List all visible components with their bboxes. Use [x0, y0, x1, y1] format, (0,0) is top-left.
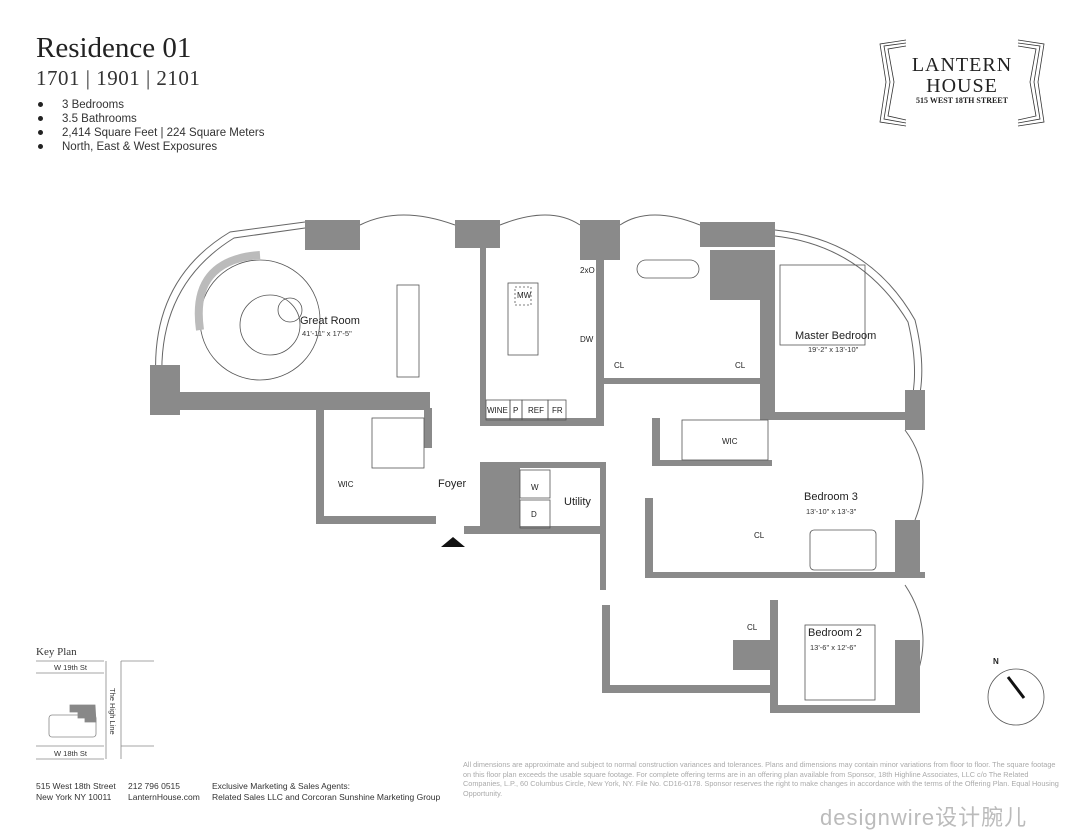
pantry-label: P [513, 406, 518, 415]
exterior-glazing [155, 214, 924, 681]
closet-label: CL [614, 361, 625, 370]
bedroom3-dim: 13'-10" x 13'-3" [806, 507, 857, 516]
room-labels: Great Room 41'-11" x 17'-5" Master Bedro… [300, 266, 876, 652]
watermark: designwire设计腕儿 [820, 805, 1028, 830]
freezer-label: FR [552, 406, 563, 415]
logo-address: 515 WEST 18TH STREET [916, 96, 1008, 105]
footer-address: 515 West 18th Street New York NY 10011 [36, 781, 116, 803]
footer-contact: 212 796 0515 LanternHouse.com [128, 781, 200, 803]
unit-numbers: 1701 | 1901 | 2101 [36, 66, 201, 90]
residence-facts: 3 Bedrooms 3.5 Bathrooms 2,414 Square Fe… [36, 98, 264, 154]
fixtures [194, 251, 877, 701]
microwave-label: MW [517, 291, 532, 300]
master-bedroom-label: Master Bedroom [795, 330, 876, 342]
website-link[interactable]: LanternHouse.com [128, 792, 200, 802]
lantern-house-logo: LANTERN HOUSE 515 WEST 18TH STREET [876, 36, 1048, 128]
dishwasher-label: DW [580, 335, 594, 344]
oven-label: 2xO [580, 266, 595, 275]
great-room-label: Great Room [300, 315, 360, 327]
footer-agents: Exclusive Marketing & Sales Agents: Rela… [212, 781, 440, 803]
bed3 [809, 529, 877, 571]
bed2 [804, 624, 876, 701]
fact-area: 2,414 Square Feet | 224 Square Meters [36, 126, 264, 140]
kitchen-island [507, 282, 539, 356]
foyer-label: Foyer [438, 478, 466, 490]
fact-exposures: North, East & West Exposures [36, 140, 264, 154]
key-plan-high-line: The High Line [108, 688, 117, 735]
dryer-label: D [531, 510, 537, 519]
residence-title: Residence 01 [36, 32, 192, 64]
closet-label: CL [735, 361, 746, 370]
logo-line1: LANTERN [911, 54, 1013, 76]
closet-label: CL [754, 531, 765, 540]
key-plan-street-bottom: W 18th St [54, 749, 88, 758]
fridge-label: REF [528, 406, 544, 415]
closet-label: CL [747, 623, 758, 632]
wine-label: WINE [487, 406, 508, 415]
bedroom3-label: Bedroom 3 [804, 491, 858, 503]
bathtub [636, 259, 700, 279]
utility-label: Utility [564, 496, 591, 508]
dining-table [396, 284, 420, 378]
key-plan-title: Key Plan [36, 646, 77, 658]
washer-label: W [531, 483, 539, 492]
agents-label: Exclusive Marketing & Sales Agents: [212, 781, 350, 791]
great-room-dim: 41'-11" x 17'-5" [302, 329, 352, 338]
bedroom2-dim: 13'-6" x 12'-6" [810, 643, 856, 652]
compass-icon: N [987, 657, 1045, 726]
key-plan-street-top: W 19th St [54, 663, 88, 672]
address-line2: New York NY 10011 [36, 792, 112, 802]
fact-bedrooms: 3 Bedrooms [36, 98, 264, 112]
wic-label: WIC [722, 437, 738, 446]
wic-label: WIC [338, 480, 354, 489]
agents: Related Sales LLC and Corcoran Sunshine … [212, 792, 441, 802]
disclaimer: All dimensions are approximate and subje… [463, 760, 1059, 798]
bedroom2-label: Bedroom 2 [808, 627, 862, 639]
fact-bathrooms: 3.5 Bathrooms [36, 112, 264, 126]
walls [150, 220, 925, 713]
entry-arrow-icon [441, 537, 465, 547]
key-plan: W 19th St W 18th St The High Line [36, 660, 154, 760]
compass-north-label: N [993, 657, 999, 666]
master-bedroom-dim: 19'-2" x 13'-10" [808, 345, 859, 354]
logo-line2: HOUSE [926, 75, 998, 97]
address-line1: 515 West 18th Street [36, 781, 116, 791]
logo-bracket-icon [879, 39, 1045, 127]
master-bed [779, 264, 866, 346]
phone: 212 796 0515 [128, 781, 180, 791]
